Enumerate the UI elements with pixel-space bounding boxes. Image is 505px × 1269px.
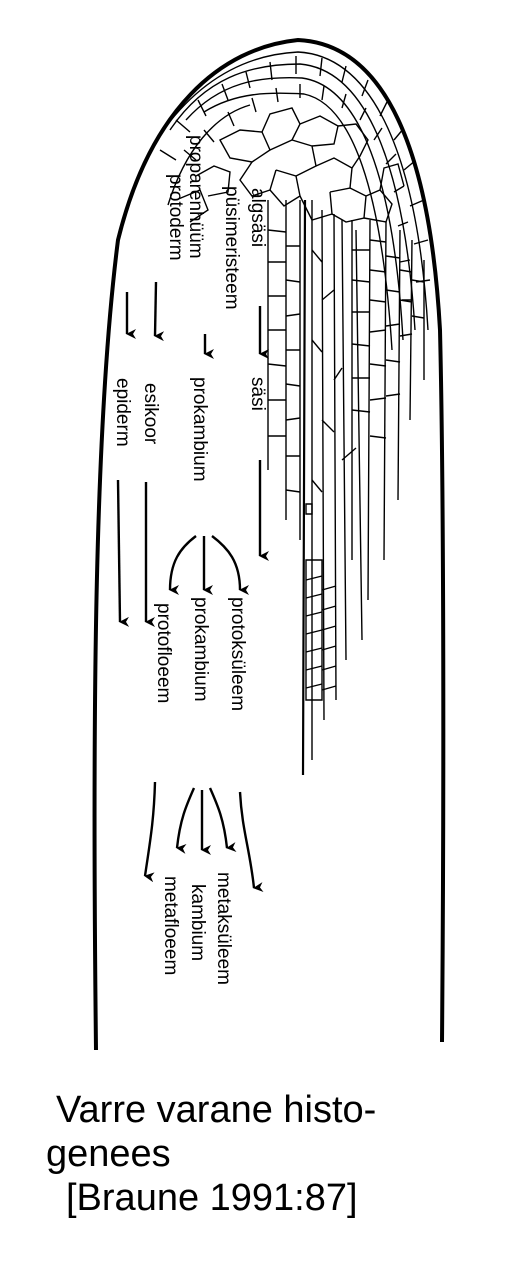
stem-outline — [92, 37, 446, 1051]
arrow-prokambium-right — [211, 535, 250, 595]
label-prokambium-1: prokambium — [189, 377, 210, 482]
arrow-proparenhuum-to-esikoor — [153, 281, 165, 342]
label-protoderm: protoderm — [165, 174, 186, 261]
vascular-line — [301, 199, 307, 776]
label-pusimeristeem: püsimeristeem — [221, 186, 242, 310]
label-kambium: kambium — [187, 884, 208, 961]
arrow-protofloeem-down — [143, 781, 157, 883]
label-protofloeem: protofloeem — [153, 603, 174, 703]
label-metaksuleem: metaksüleem — [213, 872, 234, 985]
label-metafloeem: metafloeem — [160, 876, 181, 975]
caption-citation: [Braune 1991:87] — [66, 1177, 358, 1219]
label-prokambium-2: prokambium — [190, 597, 211, 702]
arrow-epiderm-down — [116, 479, 130, 627]
label-epiderm: epiderm — [112, 378, 133, 447]
caption-line-2: genees — [46, 1133, 171, 1175]
label-algsasi: algsäsi — [247, 188, 268, 247]
arrow-protoksuleem-down — [238, 791, 264, 893]
label-esikoor: esikoor — [140, 383, 161, 445]
arrow-prokambium-left — [168, 535, 197, 596]
caption-line-1: Varre varane histo- — [56, 1089, 377, 1131]
arrow-prokambium-left-2 — [175, 787, 196, 854]
label-protoksuleem: protoksüleem — [227, 597, 248, 711]
arrow-prokambium-right-2 — [208, 787, 237, 853]
label-proparenhuum: proparenhüüm — [185, 135, 206, 259]
label-sasi: säsi — [247, 377, 268, 411]
